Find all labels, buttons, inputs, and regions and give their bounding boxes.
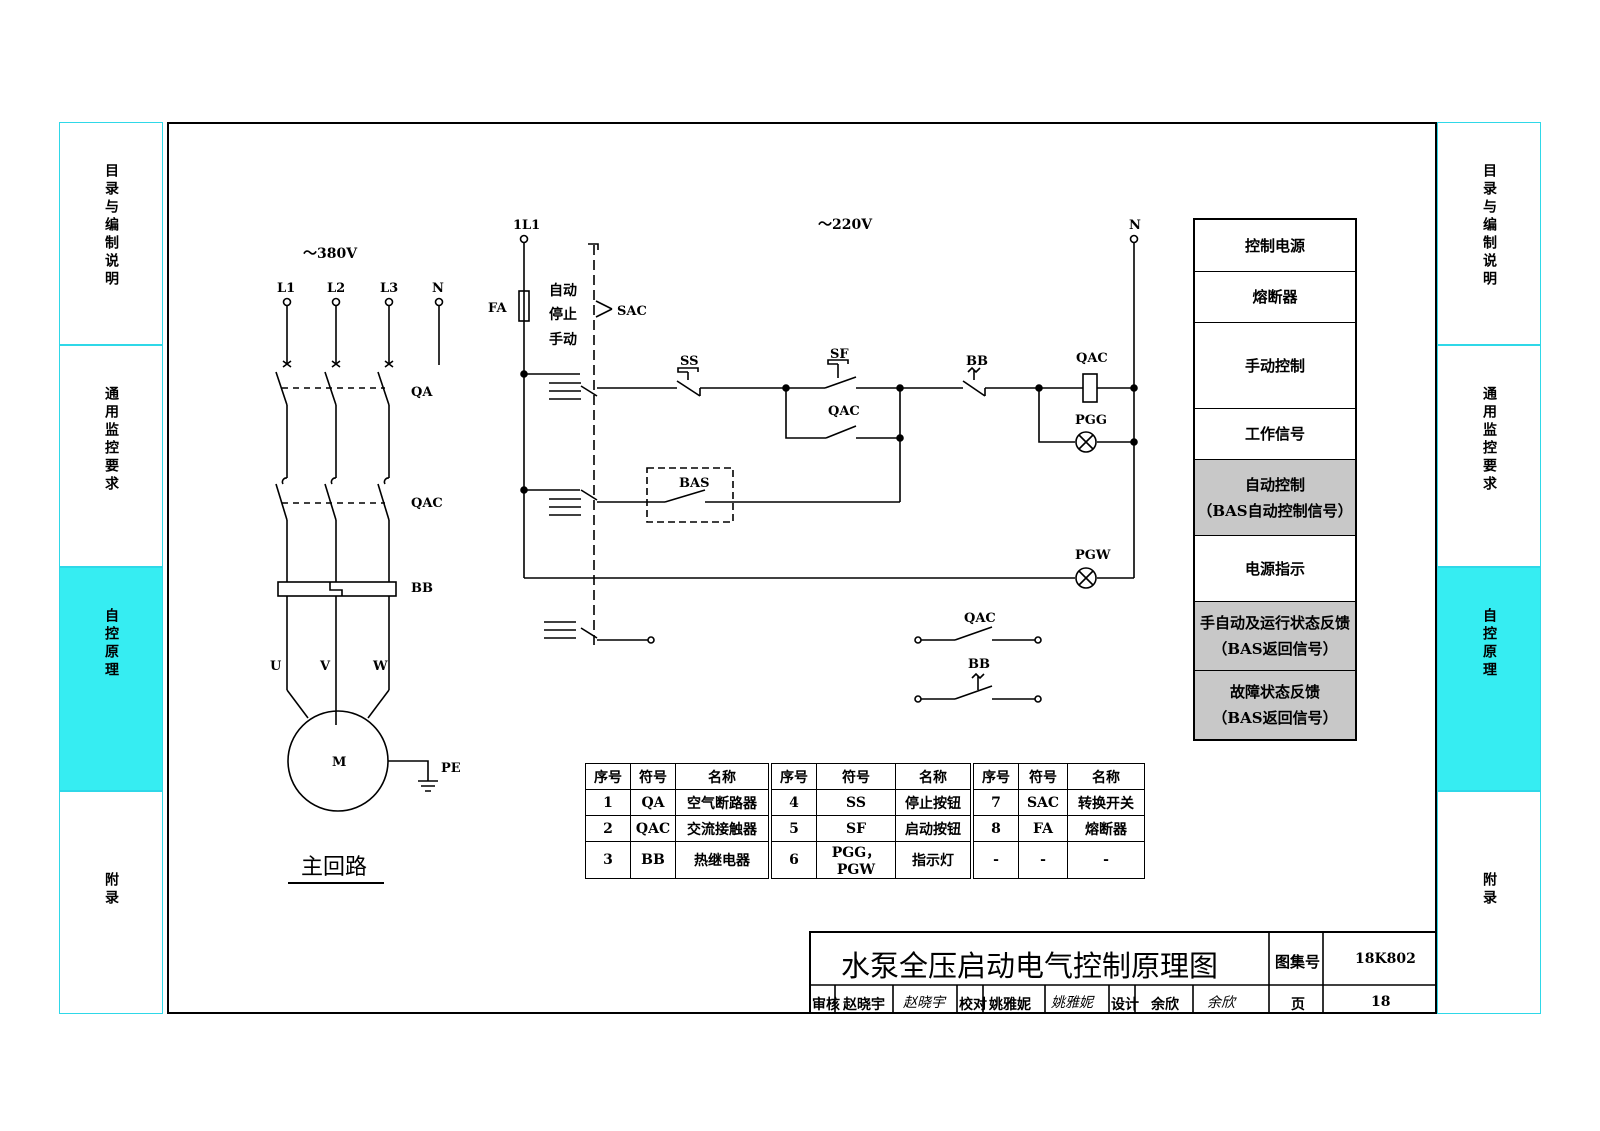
mode-stop-label: 停止 bbox=[549, 306, 577, 323]
page-number: 18 bbox=[1371, 994, 1391, 1010]
u-label: U bbox=[270, 659, 282, 674]
feedback-qac bbox=[914, 626, 1042, 644]
legend-row: 电源指示 bbox=[1195, 536, 1355, 602]
sidebar-left-item-control[interactable]: 自控原理 bbox=[59, 567, 163, 791]
sidebar-label: 自控原理 bbox=[1481, 608, 1497, 680]
sidebar-label: 目录与编制说明 bbox=[1481, 163, 1497, 289]
legend-row: 故障状态反馈（BAS返回信号） bbox=[1195, 671, 1355, 739]
page-label: 页 bbox=[1291, 997, 1305, 1013]
contactor-qac bbox=[275, 477, 390, 582]
sidebar-right-item-general[interactable]: 通用监控要求 bbox=[1437, 345, 1541, 567]
main-circuit-caption: 主回路 bbox=[301, 855, 367, 880]
phase-l1-label: L1 bbox=[277, 281, 295, 296]
pgg-label: PGG bbox=[1075, 413, 1107, 428]
sidebar-right-item-control[interactable]: 自控原理 bbox=[1437, 567, 1541, 791]
legend-row: 手动控制 bbox=[1195, 323, 1355, 409]
sidebar-right-item-appendix[interactable]: 附录 bbox=[1437, 791, 1541, 1014]
qac-coil-label: QAC bbox=[1076, 351, 1108, 366]
v-label: V bbox=[319, 659, 331, 674]
function-legend: 控制电源 熔断器 手动控制 工作信号 自动控制（BAS自动控制信号） 电源指示 … bbox=[1193, 218, 1357, 741]
sidebar-right-item-catalog[interactable]: 目录与编制说明 bbox=[1437, 122, 1541, 345]
legend-row: 控制电源 bbox=[1195, 220, 1355, 272]
designer-name: 余欣 bbox=[1151, 997, 1179, 1013]
control-circuit: 1L1 ～220V N FA SAC 自动 停止 手动 SS bbox=[488, 217, 1141, 703]
main-circuit: ～380V L1 L2 L3 N QA QAC BB bbox=[270, 246, 461, 884]
bb-ctrl-label: BB bbox=[966, 354, 988, 369]
sidebar-label: 通用监控要求 bbox=[1481, 386, 1497, 494]
atlas-label: 图集号 bbox=[1275, 953, 1321, 971]
fa-label: FA bbox=[488, 301, 507, 316]
motor-label: M bbox=[332, 755, 346, 770]
stop-button-ss bbox=[676, 367, 701, 397]
phase-n-label: N bbox=[432, 281, 444, 296]
reviewer-signature: 赵晓宇 bbox=[903, 995, 945, 1011]
qa-label: QA bbox=[411, 385, 433, 400]
ss-label: SS bbox=[680, 354, 699, 369]
mode-manual-label: 手动 bbox=[549, 331, 577, 348]
w-label: W bbox=[372, 659, 388, 674]
feedback-bb bbox=[914, 672, 1042, 703]
title-block: 水泵全压启动电气控制原理图 图集号 18K802 审核 赵晓宇 赵晓宇 校对 姚… bbox=[809, 931, 1437, 1014]
designer-signature: 余欣 bbox=[1207, 995, 1235, 1011]
sidebar-label: 自控原理 bbox=[103, 608, 119, 680]
sidebar-left-item-general[interactable]: 通用监控要求 bbox=[59, 345, 163, 567]
checker-signature: 姚雅妮 bbox=[1051, 995, 1093, 1011]
qac-hold-label: QAC bbox=[828, 404, 860, 419]
legend-row: 熔断器 bbox=[1195, 272, 1355, 323]
main-voltage-label: ～380V bbox=[303, 246, 358, 262]
check-label: 校对 bbox=[959, 997, 987, 1013]
lamp-pgg bbox=[1075, 431, 1097, 453]
drawing-frame bbox=[167, 122, 1437, 1014]
sidebar-label: 通用监控要求 bbox=[103, 386, 119, 494]
table-header-row: 序号 符号 名称 序号 符号 名称 序号 符号 名称 bbox=[585, 763, 1145, 790]
thermal-contact-bb bbox=[962, 366, 986, 397]
start-button-sf bbox=[786, 359, 900, 389]
phase-l3-label: L3 bbox=[380, 281, 398, 296]
sidebar-label: 目录与编制说明 bbox=[103, 163, 119, 289]
sidebar-label: 附录 bbox=[103, 872, 119, 908]
pgw-label: PGW bbox=[1075, 548, 1111, 563]
n-label: N bbox=[1129, 218, 1141, 233]
fb-bb-label: BB bbox=[968, 657, 990, 672]
sidebar-label: 附录 bbox=[1481, 872, 1497, 908]
bas-contact bbox=[646, 467, 900, 523]
drawing-title: 水泵全压启动电气控制原理图 bbox=[841, 951, 1219, 983]
legend-row: 自动控制（BAS自动控制信号） bbox=[1195, 460, 1355, 536]
sf-label: SF bbox=[830, 347, 849, 362]
l1-label: 1L1 bbox=[513, 218, 540, 233]
fb-qac-label: QAC bbox=[964, 611, 996, 626]
ctrl-voltage-label: ～220V bbox=[818, 217, 873, 233]
mode-auto-label: 自动 bbox=[549, 282, 577, 299]
legend-row: 手自动及运行状态反馈（BAS返回信号） bbox=[1195, 602, 1355, 671]
qac-main-label: QAC bbox=[411, 496, 443, 511]
atlas-number: 18K802 bbox=[1355, 951, 1416, 967]
phase-l2-label: L2 bbox=[327, 281, 345, 296]
checker-name: 姚雅妮 bbox=[989, 997, 1031, 1013]
fuse-fa bbox=[518, 290, 530, 322]
reviewer-name: 赵晓宇 bbox=[843, 997, 885, 1013]
coil-qac bbox=[1082, 373, 1098, 403]
sidebar-left-item-appendix[interactable]: 附录 bbox=[59, 791, 163, 1014]
bas-label: BAS bbox=[679, 476, 709, 491]
legend-row: 工作信号 bbox=[1195, 409, 1355, 460]
breaker-qa bbox=[275, 306, 394, 478]
bb-main-label: BB bbox=[411, 581, 433, 596]
review-label: 审核 bbox=[812, 997, 840, 1013]
lamp-pgw bbox=[1075, 567, 1097, 589]
sidebar-left-item-catalog[interactable]: 目录与编制说明 bbox=[59, 122, 163, 345]
thermal-relay-bb bbox=[277, 581, 397, 725]
design-label: 设计 bbox=[1111, 997, 1139, 1013]
sac-label: SAC bbox=[617, 304, 647, 319]
pe-label: PE bbox=[441, 761, 461, 776]
